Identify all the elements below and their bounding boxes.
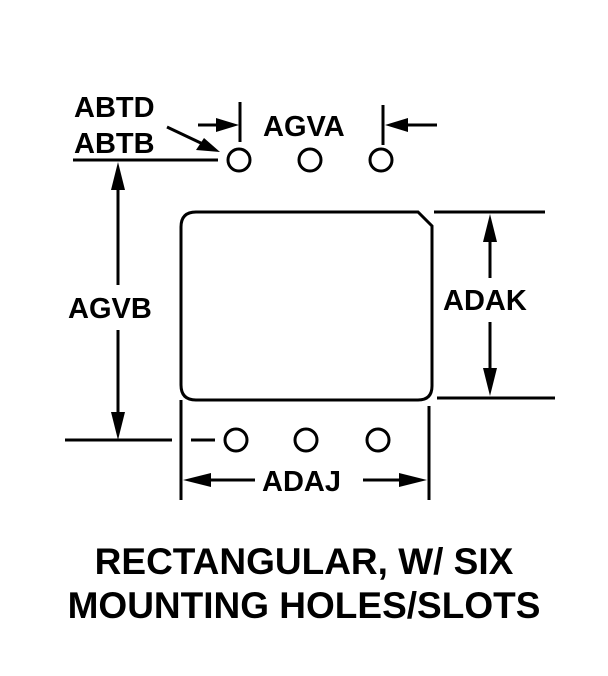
arrowhead bbox=[196, 138, 220, 152]
arrowhead bbox=[111, 162, 125, 190]
label-adaj: ADAJ bbox=[262, 466, 341, 498]
arrowhead bbox=[111, 412, 125, 440]
arrowhead bbox=[183, 473, 211, 487]
arrowhead bbox=[483, 214, 497, 242]
mounting-hole bbox=[368, 147, 394, 173]
arrowhead bbox=[385, 118, 408, 132]
leader-line bbox=[166, 125, 206, 147]
label-agvb: AGVB bbox=[68, 293, 152, 325]
mounting-hole bbox=[223, 427, 249, 453]
mounting-hole bbox=[226, 147, 252, 173]
rectangular-body bbox=[179, 210, 434, 402]
mounting-hole bbox=[297, 147, 323, 173]
mounting-hole bbox=[365, 427, 391, 453]
arrowhead bbox=[399, 473, 427, 487]
arrowhead bbox=[216, 118, 239, 132]
label-abtd: ABTD bbox=[74, 92, 155, 124]
mounting-hole bbox=[293, 427, 319, 453]
label-abtb: ABTB bbox=[74, 128, 155, 160]
arrowhead bbox=[483, 368, 497, 396]
label-agva: AGVA bbox=[263, 111, 345, 143]
caption-line-2: MOUNTING HOLES/SLOTS bbox=[68, 585, 541, 626]
label-adak: ADAK bbox=[443, 285, 527, 317]
caption-line-1: RECTANGULAR, W/ SIX bbox=[95, 541, 514, 582]
